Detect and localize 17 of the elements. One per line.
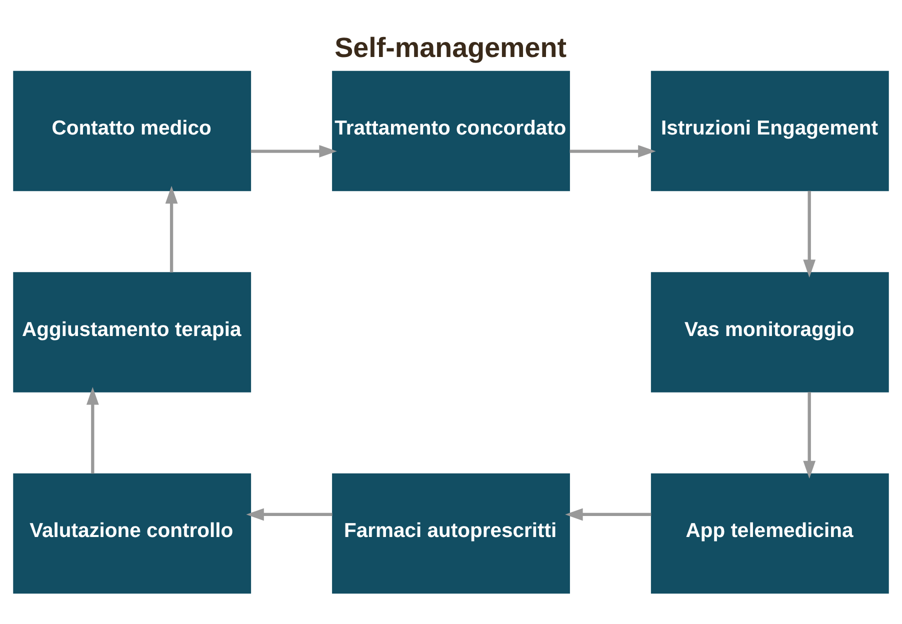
node-box: Vas monitoraggio <box>650 272 889 392</box>
arrow <box>86 387 99 474</box>
arrow <box>246 508 332 521</box>
arrow <box>803 392 816 479</box>
node-box: Istruzioni Engagement <box>650 70 889 192</box>
node-box: Contatto medico <box>13 70 252 192</box>
arrow <box>570 145 656 158</box>
arrow <box>565 508 652 521</box>
node-box: Trattamento concordato <box>332 70 570 192</box>
arrow <box>250 145 337 158</box>
node-box: Valutazione controllo <box>13 473 252 594</box>
node-box: Farmaci autoprescritti <box>332 473 570 594</box>
node-box: App telemedicina <box>650 473 889 594</box>
arrow <box>165 186 178 272</box>
node-box: Aggiustamento terapia <box>13 272 252 392</box>
diagram-title: Self-management <box>334 32 567 64</box>
arrow <box>803 190 816 278</box>
